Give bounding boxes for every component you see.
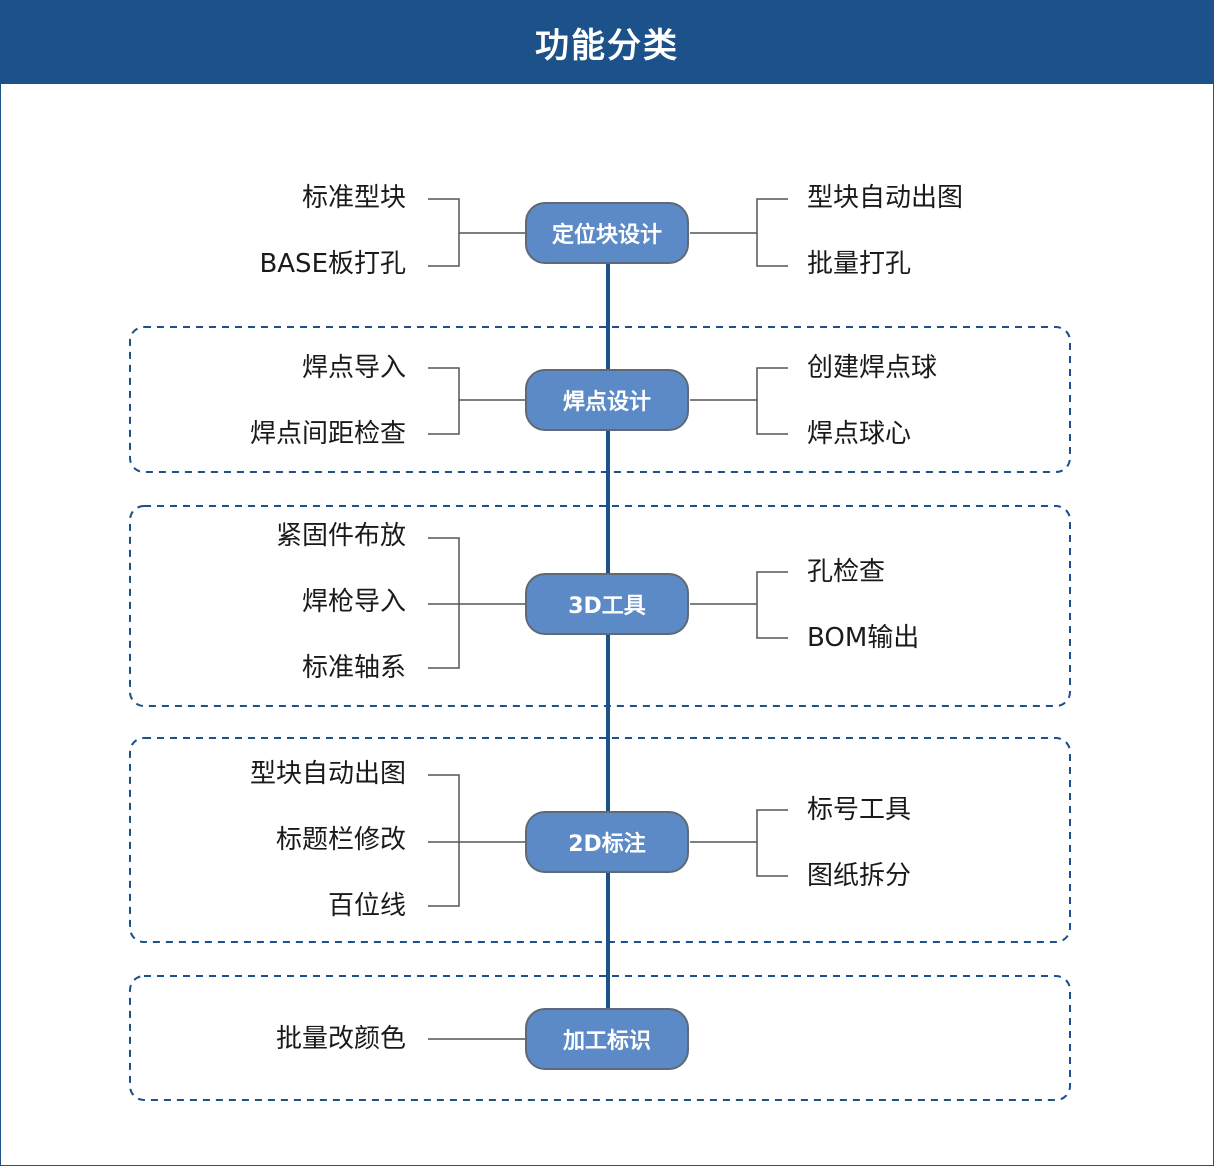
node-machining-marking: 加工标识 [525, 1008, 689, 1070]
leaf-left-2-2: 焊点间距检查 [249, 419, 406, 449]
bracket-right-4 [690, 809, 788, 877]
leaf-left-4-1: 型块自动出图 [249, 759, 406, 789]
leaf-left-3-1: 紧固件布放 [275, 521, 406, 551]
node-weld-point-design: 焊点设计 [525, 369, 689, 431]
leaf-right-4-2: 图纸拆分 [807, 861, 912, 891]
group-box-3 [129, 505, 1071, 707]
leaf-right-1-1: 型块自动出图 [807, 183, 964, 213]
leaf-right-1-2: 批量打孔 [807, 249, 912, 279]
bracket-right-2 [690, 367, 788, 435]
bracket-left-1 [428, 198, 526, 267]
leaf-left-2-1: 焊点导入 [301, 353, 406, 383]
bracket-right-1 [690, 198, 788, 267]
leaf-right-2-2: 焊点球心 [807, 419, 912, 449]
leaf-left-1-2: BASE板打孔 [259, 249, 406, 279]
node-positioning-block-design: 定位块设计 [525, 202, 689, 264]
group-box-4 [129, 737, 1071, 943]
leaf-left-1-1: 标准型块 [301, 183, 406, 213]
leaf-left-4-2: 标题栏修改 [275, 825, 406, 855]
group-box-2 [129, 326, 1071, 473]
group-box-5 [129, 975, 1071, 1101]
leaf-left-3-3: 标准轴系 [301, 653, 406, 683]
bracket-left-4 [428, 774, 526, 907]
node-2d-annotation: 2D标注 [525, 811, 689, 873]
bracket-left-3 [428, 537, 526, 669]
bracket-left-2 [428, 367, 526, 435]
leaf-right-3-2: BOM输出 [807, 623, 920, 653]
leaf-left-4-3: 百位线 [327, 891, 406, 921]
node-3d-tools: 3D工具 [525, 573, 689, 635]
leaf-right-4-1: 标号工具 [807, 795, 912, 825]
leaf-right-2-1: 创建焊点球 [807, 353, 938, 383]
leaf-right-3-1: 孔检查 [807, 557, 886, 587]
leaf-left-3-2: 焊枪导入 [301, 587, 406, 617]
page-title: 功能分类 [0, 0, 1214, 84]
bracket-right-3 [690, 571, 788, 639]
leaf-left-5-1: 批量改颜色 [275, 1024, 406, 1054]
